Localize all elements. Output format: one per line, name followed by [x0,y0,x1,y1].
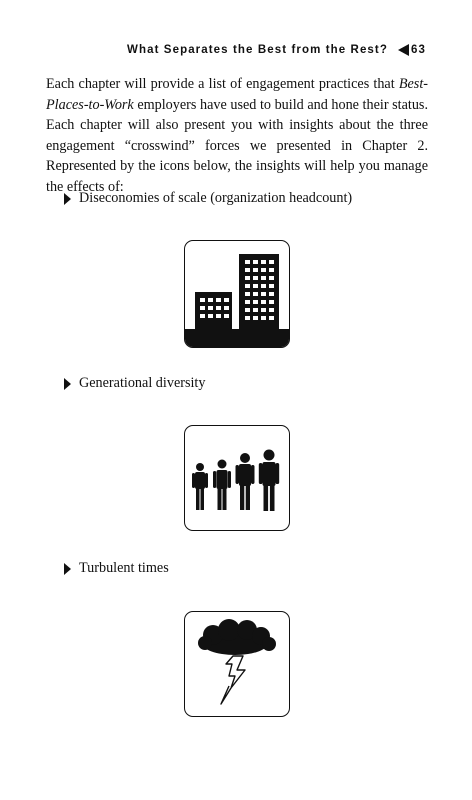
bullet-arrow-icon [64,192,71,205]
bullet-scale: Diseconomies of scale (organization head… [64,190,352,207]
bullet-label: Generational diversity [79,375,206,391]
buildings-icon [184,240,290,348]
page-number: 63 [411,44,426,56]
intro-paragraph: Each chapter will provide a list of enga… [46,74,428,197]
intro-text-rest: employers have used to build and hone th… [46,96,428,195]
page-number-group: 63 [398,44,426,56]
bullet-label: Diseconomies of scale (organization head… [79,190,353,206]
intro-text-start: Each chapter will provide a list of enga… [46,76,399,92]
intro-text-italic: Best-Places-to-Work [46,76,428,113]
bullet-arrow-icon [64,377,71,390]
bullet-label: Turbulent times [79,560,169,576]
bullet-generational: Generational diversity [64,375,205,392]
bullet-turbulent: Turbulent times [64,560,169,577]
running-header: What Separates the Best from the Rest? 6… [46,44,426,56]
running-title: What Separates the Best from the Rest? [127,44,388,56]
left-arrow-icon [398,44,409,56]
storm-cloud-icon [184,611,290,717]
people-icon [184,425,290,531]
bullet-arrow-icon [64,562,71,575]
